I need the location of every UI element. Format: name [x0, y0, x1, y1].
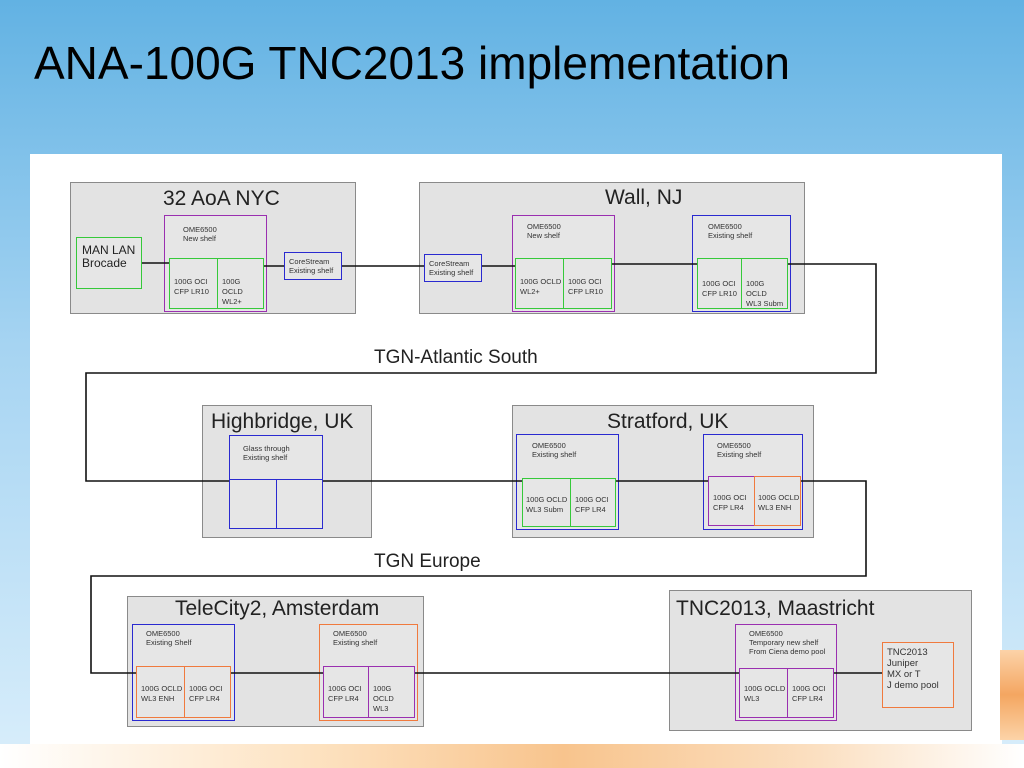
stratford-card-ocld-enh-label: 100G OCLD WL3 ENH: [758, 493, 800, 512]
highbridge-slot-a: [229, 479, 277, 529]
man-lan-label: MAN LAN Brocade: [82, 243, 136, 270]
wall-ome-new-label: OME6500 New shelf: [527, 222, 561, 240]
nyc-corestream-box: CoreStream Existing shelf: [284, 252, 342, 280]
bottom-decor-band: [0, 744, 1024, 768]
wall-card-ocld-wl2-label: 100G OCLD WL2+: [520, 277, 562, 296]
nyc-card-ocld-label: 100G OCLD WL2+: [222, 277, 243, 306]
wall-card-oci-cfp: 100G OCI CFP LR10: [697, 258, 742, 309]
stratford-card-ocld-label: 100G OCLD WL3 Subm: [526, 495, 568, 514]
stratford-card-oci-label: 100G OCI CFP LR4: [575, 495, 609, 514]
wall-card-ocld-wl3: 100G OCLD WL3 Subm: [741, 258, 788, 309]
amsterdam-card-oci-label: 100G OCI CFP LR4: [189, 684, 223, 703]
amsterdam-card-oci-b-label: 100G OCI CFP LR4: [328, 684, 362, 703]
slide-title: ANA-100G TNC2013 implementation: [34, 37, 790, 89]
maastricht-card-oci-label: 100G OCI CFP LR4: [792, 684, 826, 703]
nyc-card-ocld: 100G OCLD WL2+: [217, 258, 264, 309]
tgn-europe-label: TGN Europe: [374, 551, 481, 572]
right-decor-streak: [1000, 650, 1024, 740]
tgn-atlantic-south-label: TGN-Atlantic South: [374, 347, 538, 368]
nyc-card-oci: 100G OCI CFP LR10: [169, 258, 218, 309]
wall-card-oci-lr10-label: 100G OCI CFP LR10: [568, 277, 603, 296]
stratford-card-oci-lr4: 100G OCI CFP LR4: [570, 478, 616, 527]
maastricht-card-ocld-label: 100G OCLD WL3: [744, 684, 786, 703]
amsterdam-ome-b-label: OME6500 Existing shelf: [333, 629, 378, 647]
stratford-card-oci-lr4-b: 100G OCI CFP LR4: [708, 476, 755, 526]
maastricht-ome-label: OME6500 Temporary new shelf From Ciena d…: [749, 629, 826, 656]
wall-ome-existing-label: OME6500 Existing shelf: [708, 222, 753, 240]
wall-card-ocld-wl3-label: 100G OCLD WL3 Subm: [746, 279, 784, 308]
nyc-ome-label: OME6500 New shelf: [183, 225, 217, 243]
wall-corestream-label: CoreStream Existing shelf: [429, 259, 474, 277]
wall-card-oci-cfp-label: 100G OCI CFP LR10: [702, 279, 737, 298]
site-highbridge-title: Highbridge, UK: [211, 410, 354, 433]
site-maastricht-title: TNC2013, Maastricht: [676, 597, 875, 620]
wall-card-ocld-wl2: 100G OCLD WL2+: [515, 258, 564, 309]
maastricht-juniper-label: TNC2013 Juniper MX or T J demo pool: [887, 647, 939, 691]
maastricht-card-ocld-wl3: 100G OCLD WL3: [739, 668, 788, 718]
maastricht-card-oci-lr4: 100G OCI CFP LR4: [787, 668, 834, 718]
stratford-card-ocld-wl3-subm: 100G OCLD WL3 Subm: [522, 478, 571, 527]
stratford-ome-a-label: OME6500 Existing shelf: [532, 441, 577, 459]
stratford-ome-b-label: OME6500 Existing shelf: [717, 441, 762, 459]
amsterdam-ome-a-label: OME6500 Existing Shelf: [146, 629, 192, 647]
stratford-card-oci-b-label: 100G OCI CFP LR4: [713, 493, 747, 512]
nyc-corestream-label: CoreStream Existing shelf: [289, 257, 334, 275]
amsterdam-card-ocld-b-label: 100G OCLD WL3: [373, 684, 394, 713]
amsterdam-card-oci-lr4: 100G OCI CFP LR4: [184, 666, 231, 718]
wall-card-oci-lr10: 100G OCI CFP LR10: [563, 258, 612, 309]
stratford-card-ocld-wl3-enh: 100G OCLD WL3 ENH: [754, 476, 801, 526]
maastricht-juniper-box: TNC2013 Juniper MX or T J demo pool: [882, 642, 954, 708]
wall-corestream-box: CoreStream Existing shelf: [424, 254, 482, 282]
amsterdam-card-ocld-wl3-enh: 100G OCLD WL3 ENH: [136, 666, 185, 718]
site-stratford-title: Stratford, UK: [607, 410, 729, 433]
site-nyc-title: 32 AoA NYC: [163, 187, 280, 210]
highbridge-slot-b: [276, 479, 323, 529]
highbridge-glass-label: Glass through Existing shelf: [243, 444, 290, 462]
man-lan-brocade-box: MAN LAN Brocade: [76, 237, 142, 289]
site-wall-nj-title: Wall, NJ: [605, 186, 683, 209]
amsterdam-card-oci-lr4-b: 100G OCI CFP LR4: [323, 666, 369, 718]
amsterdam-card-ocld-wl3: 100G OCLD WL3: [368, 666, 415, 718]
site-amsterdam-title: TeleCity2, Amsterdam: [175, 597, 380, 620]
amsterdam-card-ocld-label: 100G OCLD WL3 ENH: [141, 684, 183, 703]
nyc-card-oci-label: 100G OCI CFP LR10: [174, 277, 209, 296]
